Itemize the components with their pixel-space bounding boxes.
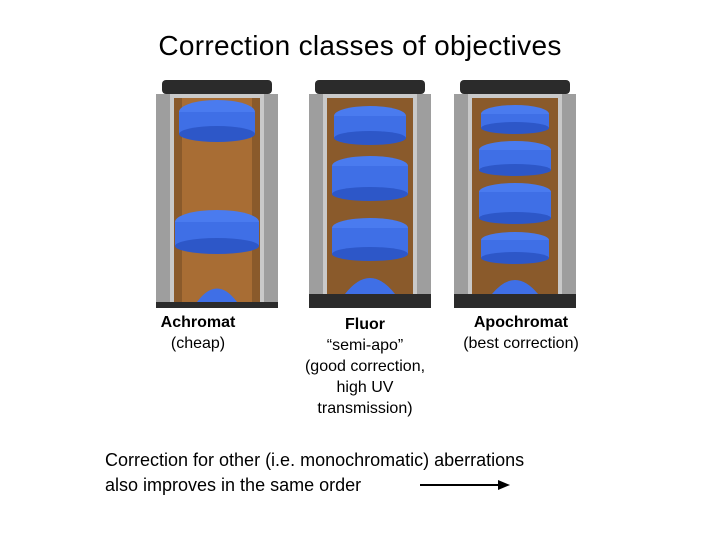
- fluor-description: “semi-apo” (good correction, high UV tra…: [304, 337, 426, 417]
- footer-line-2: also improves in the same order: [105, 475, 362, 495]
- objective-illustrations: [150, 80, 590, 308]
- achromat-objective-image: [156, 80, 278, 308]
- footer-note: Correction for other (i.e. monochromatic…: [105, 448, 524, 498]
- fluor-caption: Fluor “semi-apo” (good correction, high …: [290, 314, 440, 419]
- achromat-label: Achromat: [160, 314, 236, 331]
- apochromat-description: (best correction): [463, 335, 579, 352]
- slide-title: Correction classes of objectives: [158, 30, 562, 61]
- achromat-description: (cheap): [170, 335, 226, 352]
- apochromat-objective-image: [454, 80, 576, 308]
- apochromat-caption: Apochromat (best correction): [448, 312, 594, 354]
- achromat-caption: Achromat (cheap): [148, 312, 248, 354]
- right-arrow-icon: [420, 480, 510, 490]
- apochromat-label: Apochromat: [473, 314, 569, 331]
- fluor-objective-image: [309, 80, 431, 308]
- fluor-label: Fluor: [345, 316, 385, 333]
- footer-line-1: Correction for other (i.e. monochromatic…: [105, 450, 525, 470]
